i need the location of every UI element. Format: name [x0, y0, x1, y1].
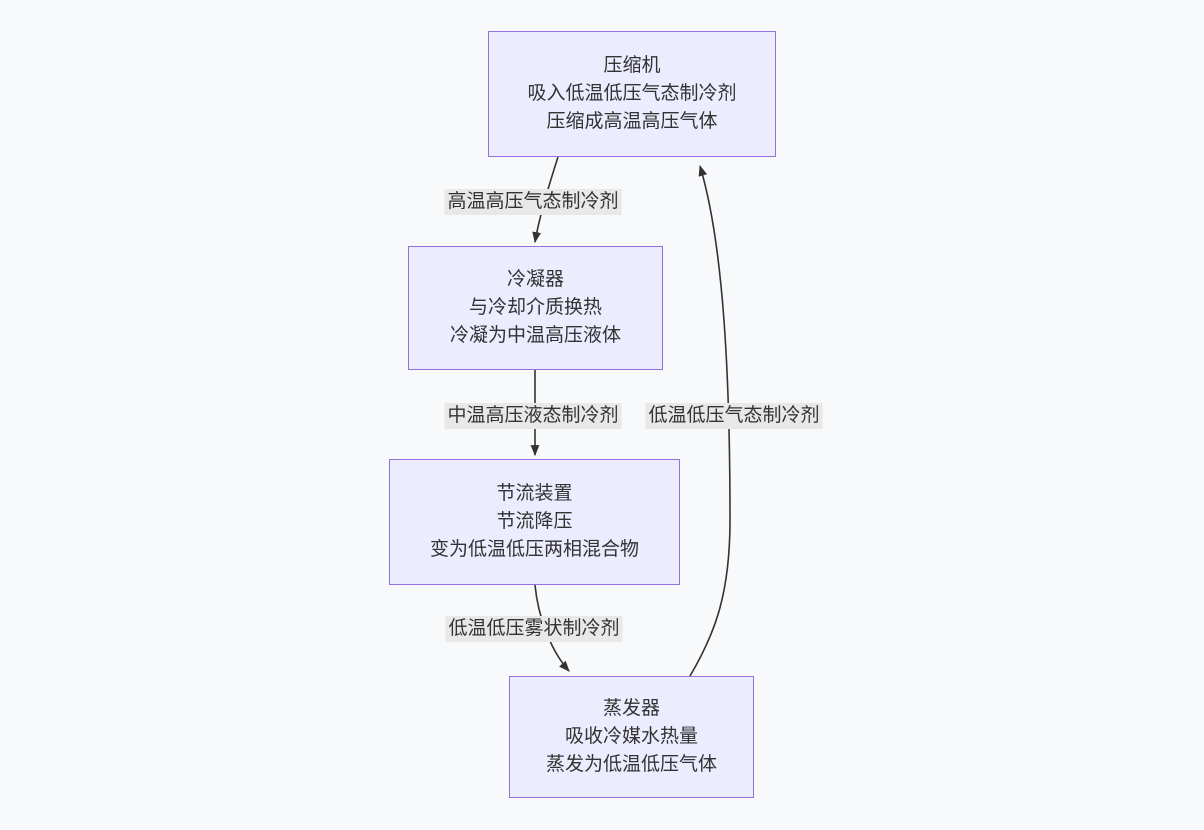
node-throttle: 节流装置 节流降压 变为低温低压两相混合物: [389, 459, 680, 585]
edge-label-throttle-to-evaporator: 低温低压雾状制冷剂: [445, 616, 623, 642]
node-evaporator-line: 蒸发为低温低压气体: [545, 754, 717, 775]
node-throttle-line: 变为低温低压两相混合物: [429, 539, 639, 560]
node-throttle-line: 节流降压: [496, 511, 573, 532]
edge-label-condenser-to-throttle: 中温高压液态制冷剂: [444, 403, 622, 429]
edge-evaporator-to-compressor: [689, 164, 731, 677]
node-evaporator: 蒸发器 吸收冷媒水热量 蒸发为低温低压气体: [509, 676, 754, 798]
edge-label-compressor-to-condenser: 高温高压气态制冷剂: [444, 189, 622, 215]
node-condenser-line: 冷凝为中温高压液体: [449, 325, 621, 346]
node-compressor: 压缩机 吸入低温低压气态制冷剂 压缩成高温高压气体: [488, 31, 776, 157]
edge-label-evaporator-to-compressor: 低温低压气态制冷剂: [645, 403, 823, 429]
node-evaporator-title: 蒸发器: [602, 698, 660, 719]
node-throttle-title: 节流装置: [496, 483, 573, 504]
node-condenser: 冷凝器 与冷却介质换热 冷凝为中温高压液体: [408, 246, 663, 370]
node-compressor-line: 压缩成高温高压气体: [546, 111, 718, 132]
node-compressor-title: 压缩机: [603, 55, 661, 76]
node-condenser-title: 冷凝器: [506, 269, 564, 290]
node-compressor-line: 吸入低温低压气态制冷剂: [527, 83, 737, 104]
node-condenser-line: 与冷却介质换热: [468, 297, 602, 318]
node-evaporator-line: 吸收冷媒水热量: [564, 726, 698, 747]
